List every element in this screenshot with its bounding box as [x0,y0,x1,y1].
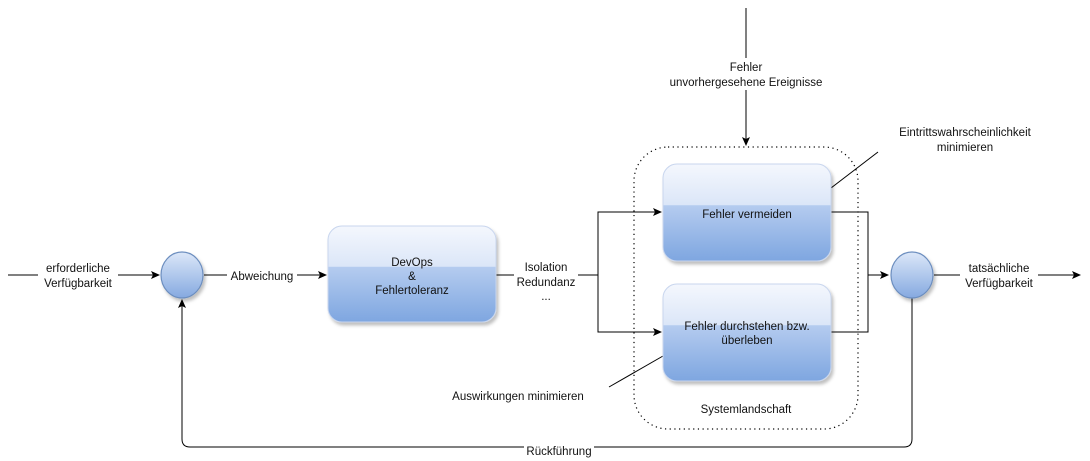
avoid-to-merge-edge[interactable] [831,211,869,275]
devops-label-line3: Fehlertoleranz [375,285,449,297]
output-label-line1: tatsächliche [969,263,1030,275]
systemlandschaft-container[interactable] [633,146,859,430]
systemlandschaft-label: Systemlandschaft [701,404,793,416]
survive-errors-node[interactable]: Fehler durchstehen bzw. überleben [662,283,832,382]
output-label-line2: Verfügbarkeit [965,278,1034,290]
measures-label-line1: Isolation [525,262,568,274]
avoid-errors-label: Fehler vermeiden [702,209,791,221]
feedback-label: Rückführung [526,446,591,458]
deviation-label: Abweichung [231,271,294,283]
probability-annotation-line2: minimieren [937,142,993,154]
survive-to-merge-edge[interactable] [831,275,869,333]
devops-node[interactable]: DevOps & Fehlertoleranz [327,225,497,323]
survive-errors-label-line2: überleben [721,335,772,347]
sum-junction-right[interactable] [890,251,934,299]
impact-annotation-label: Auswirkungen minimieren [452,391,584,403]
input-label-line2: Verfügbarkeit [44,278,113,290]
impact-annotation-line [608,355,664,388]
measures-label-line2: Redundanz [517,277,576,289]
devops-label-line1: DevOps [391,257,433,269]
disturbance-label-line1: Fehler [730,62,763,74]
sum-junction-left[interactable] [160,251,204,299]
split-to-survive-edge[interactable] [597,275,662,336]
measures-label-line3: ... [541,291,551,303]
input-label-line1: erforderliche [46,263,110,275]
split-to-avoid-edge[interactable] [597,208,662,275]
devops-label-line2: & [408,271,416,283]
avoid-errors-node[interactable]: Fehler vermeiden [662,163,832,262]
survive-errors-label-line1: Fehler durchstehen bzw. [684,321,809,333]
probability-annotation-line1: Eintrittswahrscheinlichkeit [899,127,1031,139]
probability-annotation-line [830,151,879,189]
disturbance-label-line2: unvorhergesehene Ereignisse [670,77,823,89]
